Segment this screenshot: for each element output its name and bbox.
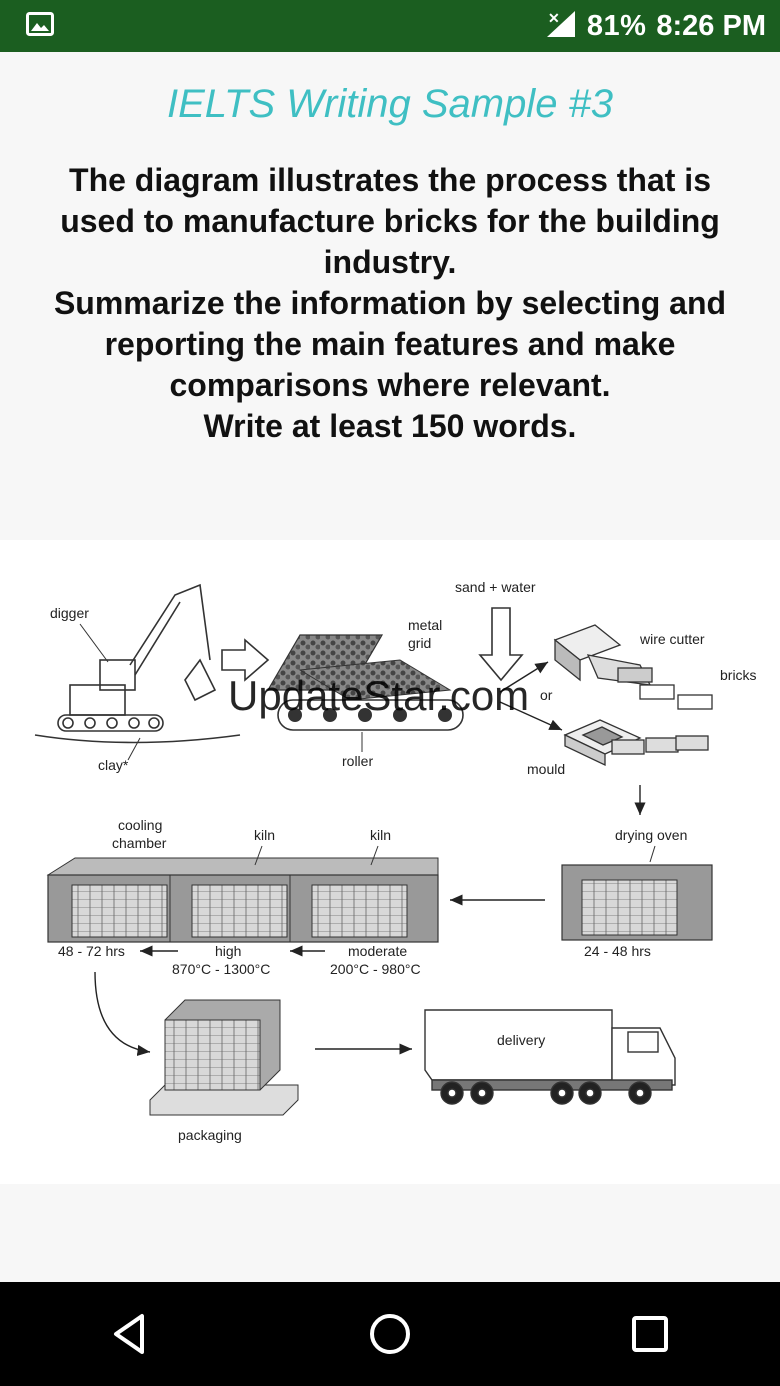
hollow-arrow [221, 638, 270, 682]
back-icon [114, 1314, 144, 1354]
signal-no-data-icon: ✕ [545, 9, 577, 44]
navigation-bar [0, 1282, 780, 1386]
task-prompt: The diagram illustrates the process that… [40, 160, 740, 447]
label-cooling-time: 48 - 72 hrs [58, 943, 125, 959]
brick-process-diagram: digger clay* metal grid roller sand + wa… [0, 540, 780, 1184]
recents-icon [632, 1316, 668, 1352]
label-moderate: moderate [348, 943, 407, 959]
packaging-illustration [149, 999, 299, 1116]
wire-cutter-illustration [553, 624, 713, 710]
sand-water-arrow [478, 607, 524, 682]
kiln-tunnel-illustration [46, 857, 439, 943]
label-or: or [540, 687, 553, 703]
battery-percentage: 81% [586, 9, 647, 42]
status-bar: ✕ 81% 8:26 PM [0, 0, 780, 52]
recents-button[interactable] [605, 1289, 695, 1379]
label-kiln-high: kiln [254, 827, 275, 843]
back-button[interactable] [85, 1289, 175, 1379]
image-icon [26, 11, 54, 41]
prompt-line-2: Summarize the information by selecting a… [53, 285, 727, 403]
label-chamber: chamber [112, 835, 167, 851]
label-high-temp: 870°C - 1300°C [172, 961, 270, 977]
prompt-line-1: The diagram illustrates the process that… [60, 162, 720, 280]
clock: 8:26 PM [656, 9, 766, 42]
label-drying-time: 24 - 48 hrs [584, 943, 651, 959]
prompt-line-3: Write at least 150 words. [203, 408, 577, 444]
status-right: ✕ 81% 8:26 PM [545, 9, 780, 44]
label-mould: mould [527, 761, 565, 777]
home-button[interactable] [345, 1289, 435, 1379]
status-left [0, 11, 54, 41]
label-metal: metal [408, 617, 442, 633]
label-kiln-moderate: kiln [370, 827, 391, 843]
label-clay: clay* [98, 757, 129, 773]
label-grid: grid [408, 635, 431, 651]
mould-illustration [563, 719, 709, 767]
drying-oven-illustration [561, 864, 713, 941]
digger-illustration [34, 583, 241, 744]
label-moderate-temp: 200°C - 980°C [330, 961, 421, 977]
label-bricks: bricks [720, 667, 757, 683]
label-drying-oven: drying oven [615, 827, 687, 843]
metal-grid-roller [266, 634, 464, 731]
svg-text:✕: ✕ [548, 10, 560, 26]
watermark: UpdateStar.com [228, 672, 529, 719]
page-title: IELTS Writing Sample #3 [166, 82, 614, 126]
label-roller: roller [342, 753, 373, 769]
label-high: high [215, 943, 241, 959]
content-area: IELTS Writing Sample #3 The diagram illu… [0, 52, 780, 1282]
label-digger: digger [50, 605, 89, 621]
delivery-truck-illustration [424, 1009, 676, 1105]
label-cooling: cooling [118, 817, 162, 833]
label-delivery: delivery [497, 1032, 545, 1048]
label-wire-cutter: wire cutter [639, 631, 705, 647]
home-icon [370, 1314, 410, 1354]
label-sand-water: sand + water [455, 579, 536, 595]
label-packaging: packaging [178, 1127, 242, 1143]
